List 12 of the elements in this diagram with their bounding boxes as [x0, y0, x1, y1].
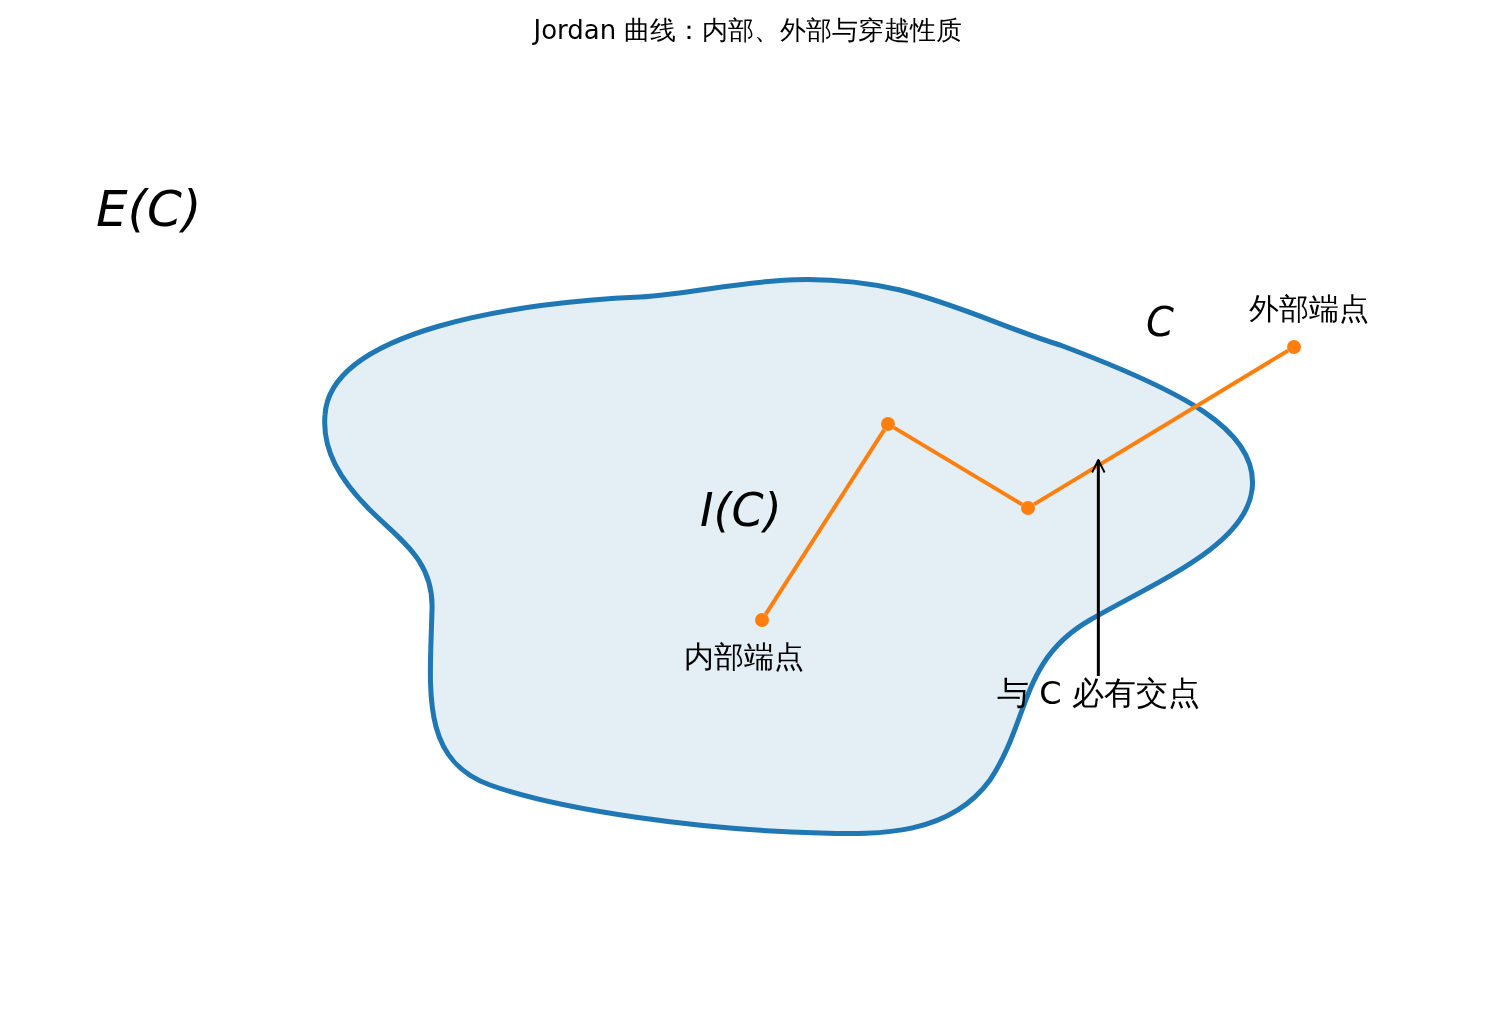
path-segment — [892, 425, 1024, 507]
region-label: I(C) — [700, 485, 782, 536]
path-segment — [1032, 348, 1290, 507]
path-segment — [764, 428, 886, 616]
point-caption: 内部端点 — [684, 640, 804, 673]
point-caption: 外部端点 — [1249, 292, 1369, 325]
curve-label: C — [1146, 300, 1174, 344]
leader-arrow — [1091, 459, 1106, 676]
title: Jordan 曲线：内部、外部与穿越性质 — [531, 16, 964, 45]
point-dot — [1287, 340, 1301, 354]
region-label: E(C) — [96, 182, 202, 237]
annotation-text: 与 C 必有交点 — [997, 676, 1200, 712]
